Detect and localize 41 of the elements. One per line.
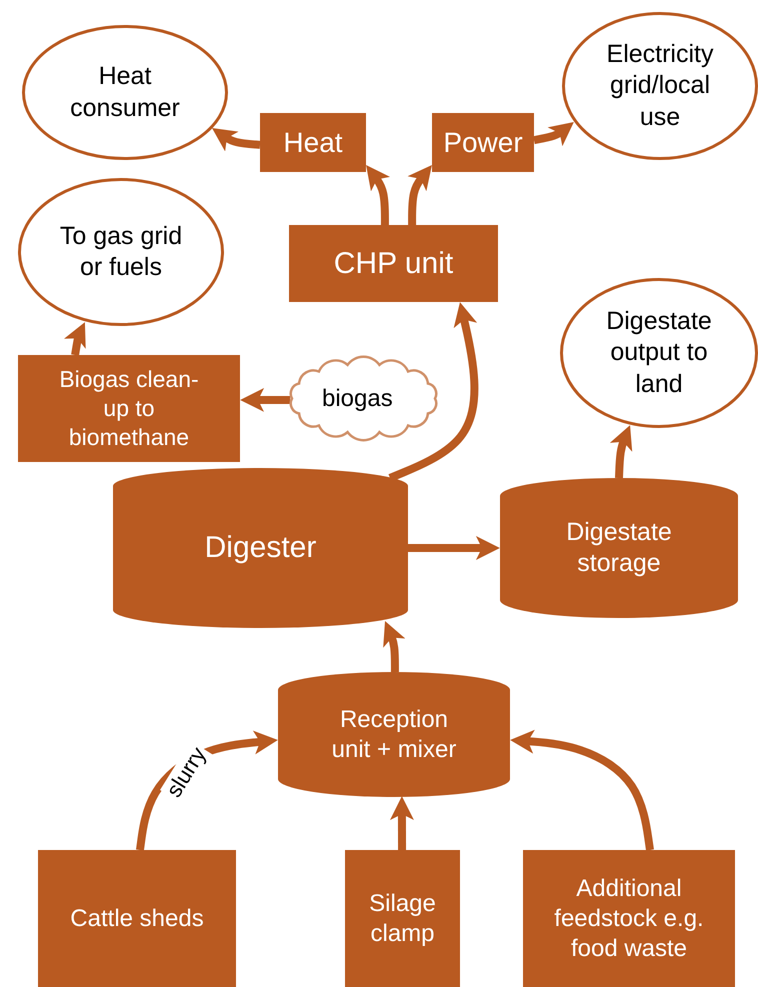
flow-arrow <box>240 388 290 412</box>
node-label: To gas grid or fuels <box>58 220 184 283</box>
node-label: Digestate storage <box>565 516 673 579</box>
node-label: Digestate output to land <box>605 306 713 400</box>
flow-arrow <box>64 322 86 356</box>
node-label: Heat <box>283 126 343 160</box>
flow-arrow <box>366 164 390 226</box>
destination-ellipse <box>18 178 224 326</box>
node-label: Silage clamp <box>368 888 437 948</box>
flow-arrow <box>388 302 478 482</box>
flow-arrow <box>533 122 574 146</box>
node-label: Cattle sheds <box>70 904 204 934</box>
destination-ellipse <box>560 278 758 428</box>
tank-cylinder <box>278 672 510 797</box>
tank-cylinder <box>500 478 738 618</box>
process-box <box>260 113 366 172</box>
flow-arrow <box>383 621 406 672</box>
node-label: biogas <box>322 384 393 414</box>
node-label: Electricity grid/local use <box>606 39 714 133</box>
node-label: Additional feedstock e.g. food waste <box>553 874 705 964</box>
node-label: Reception unit + mixer <box>330 704 458 764</box>
process-box <box>432 113 534 172</box>
process-box <box>289 225 498 302</box>
tank-cylinder <box>113 468 408 628</box>
node-label: Biogas clean-up to biomethane <box>58 365 200 452</box>
process-box <box>18 355 240 462</box>
flow-arrow <box>610 425 632 478</box>
process-box <box>38 850 236 987</box>
flow-arrow <box>408 164 432 226</box>
node-label: Heat consumer <box>69 61 181 124</box>
flow-arrow <box>212 128 260 152</box>
flow-arrow <box>390 796 414 850</box>
node-label: Digester <box>204 530 316 566</box>
destination-ellipse <box>22 25 228 160</box>
node-label: CHP unit <box>334 246 454 282</box>
destination-ellipse <box>562 12 758 160</box>
node-label: Power <box>443 126 523 160</box>
process-box <box>523 850 735 987</box>
flow-arrow <box>408 536 500 560</box>
process-box <box>345 850 460 987</box>
flow-arrow <box>510 730 654 851</box>
